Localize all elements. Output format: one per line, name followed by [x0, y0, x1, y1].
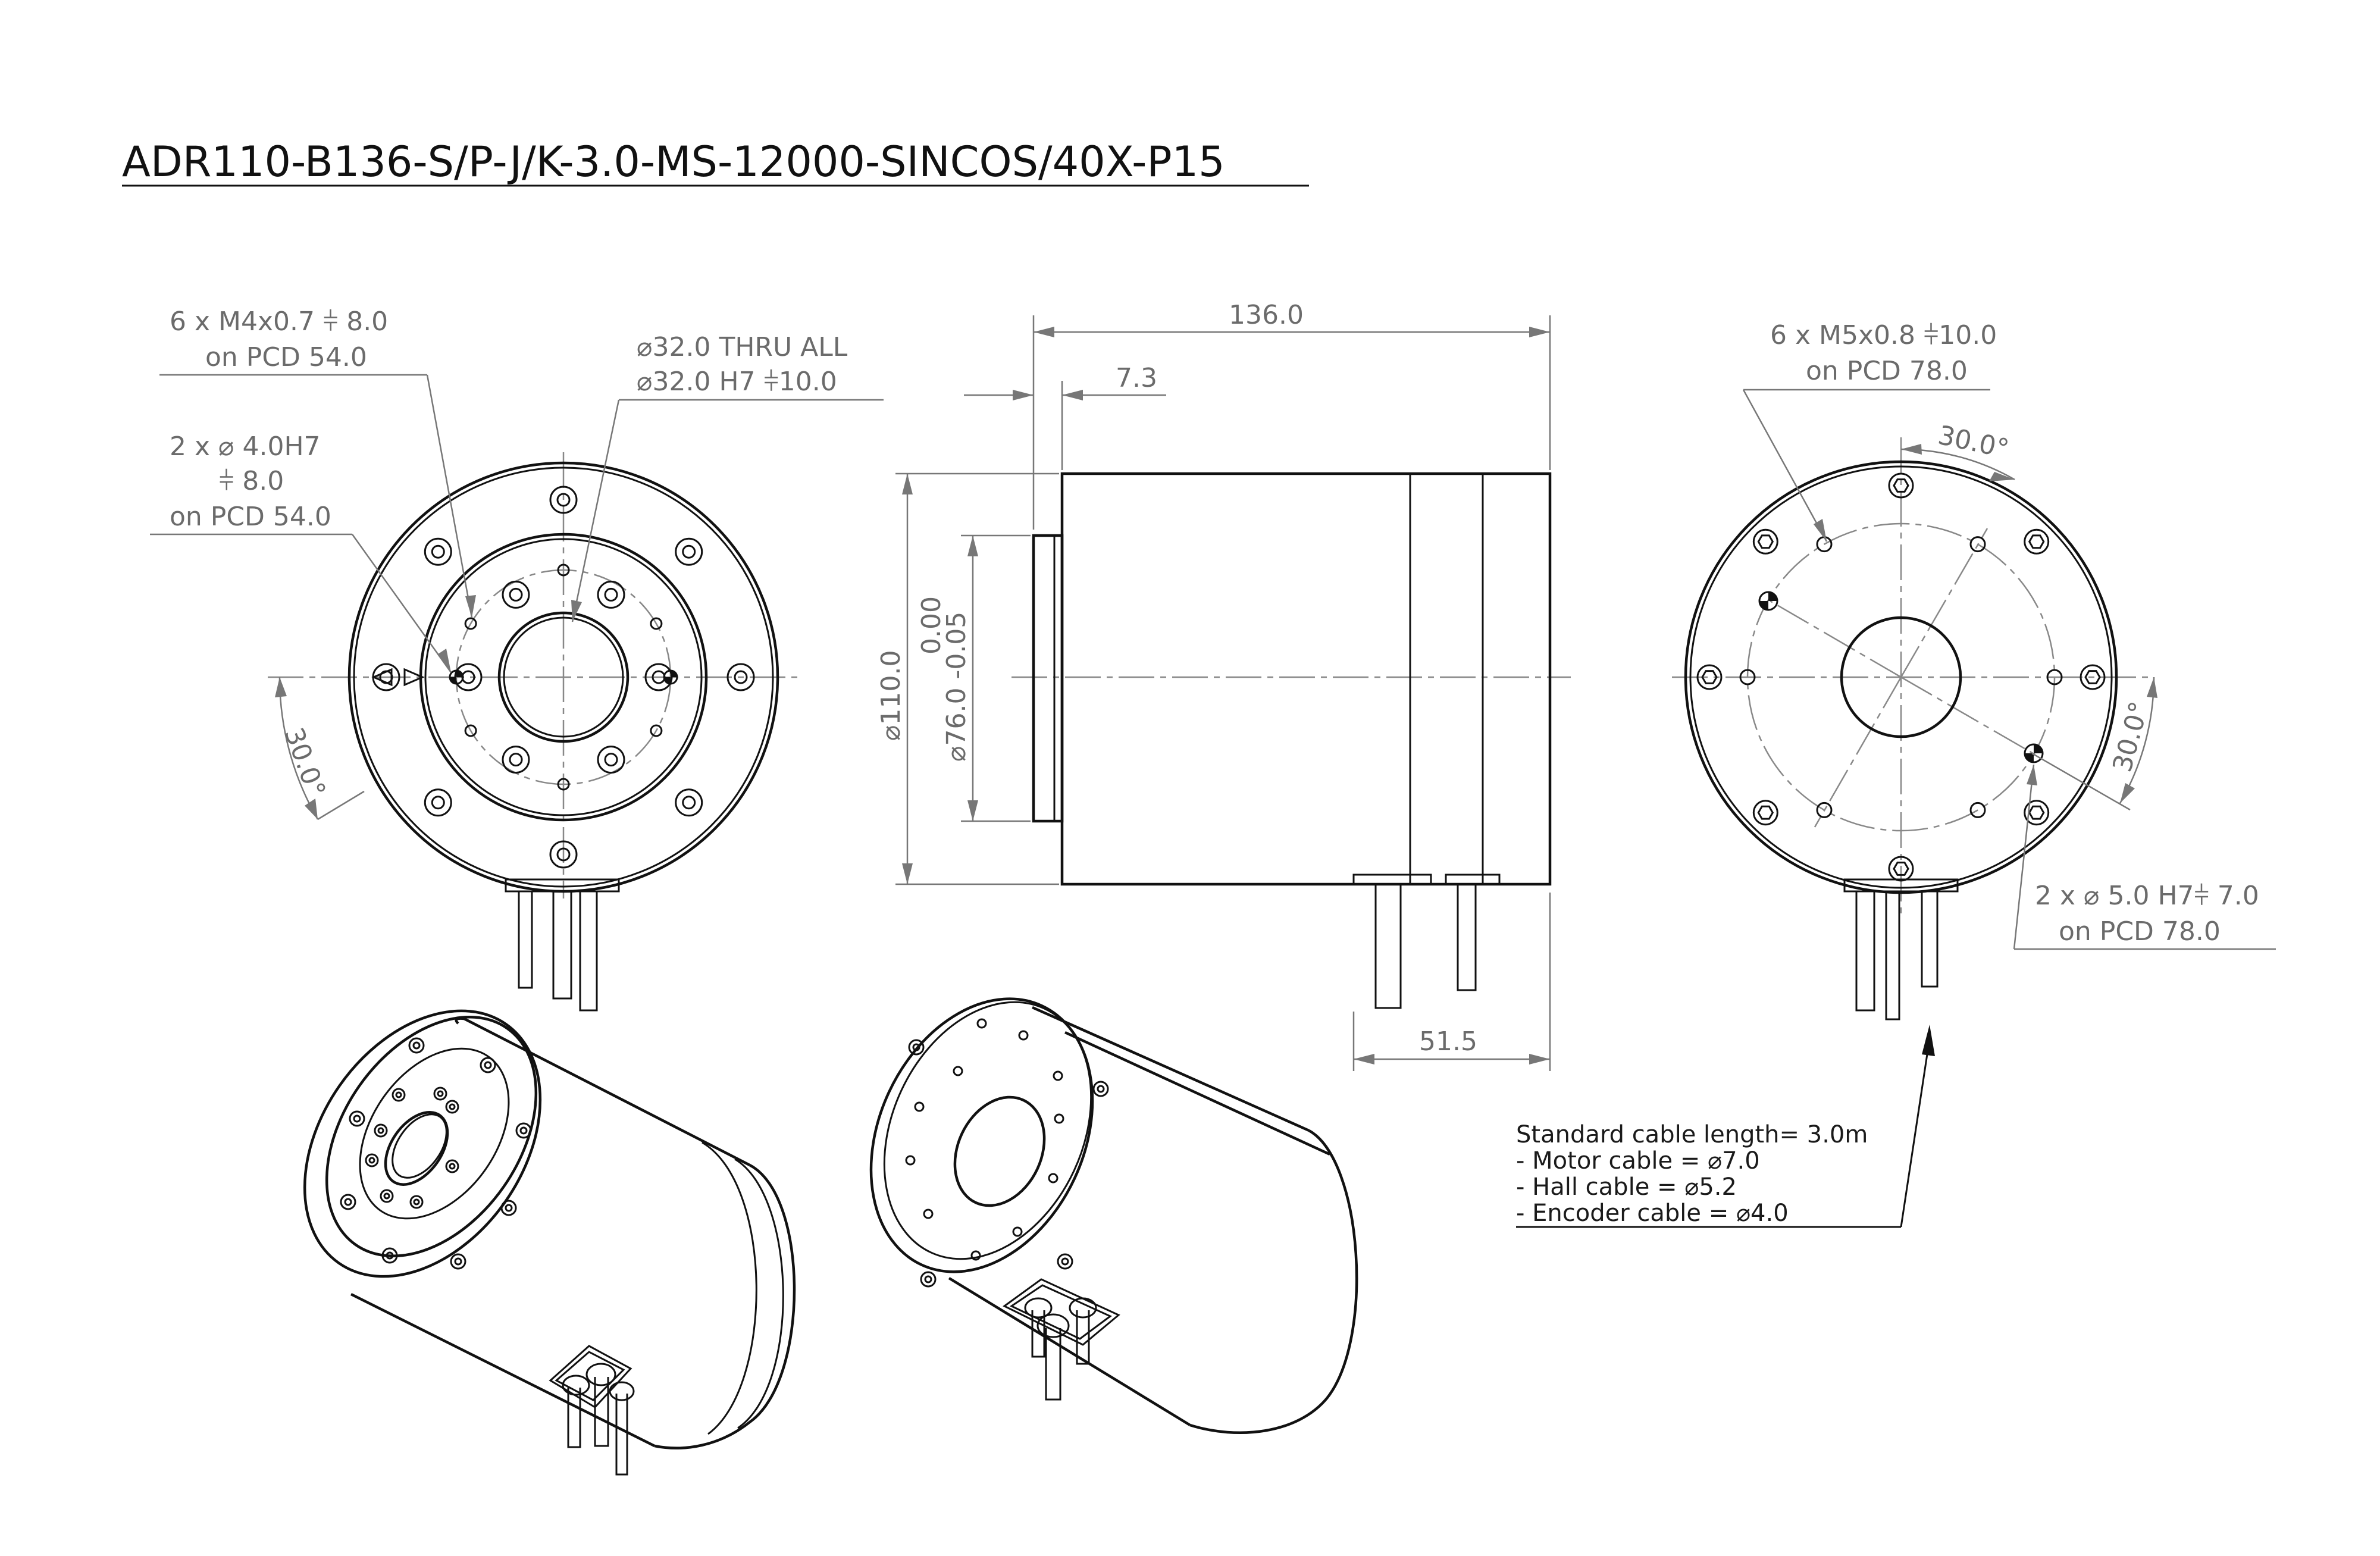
- alignment-pin-icon: [1758, 591, 1778, 611]
- counterbore-hole: [409, 1195, 424, 1209]
- tapped-hole: [923, 1209, 934, 1219]
- tapped-hole: [1054, 1113, 1064, 1124]
- front-callout-bore-line1: ⌀32.0 THRU ALL: [637, 332, 848, 362]
- counterbore-hole: [597, 580, 625, 609]
- alignment-pin-icon: [663, 669, 678, 685]
- tapped-hole: [557, 563, 570, 577]
- side-view: 136.0 7.3 ⌀110.0 0.00 ⌀76.0 -0.05 51.5: [876, 300, 1571, 1071]
- mounting-hole: [908, 1039, 925, 1056]
- rear-angle-top-label: 30.0°: [1936, 420, 2012, 465]
- tapped-hole: [1048, 1173, 1059, 1184]
- counterbore-hole: [597, 746, 625, 774]
- tapped-hole: [970, 1250, 981, 1261]
- mounting-hole: [349, 1110, 365, 1127]
- counterbore-hole: [392, 1088, 406, 1102]
- rear-callout-pin-line2: on PCD 78.0: [2059, 916, 2221, 947]
- mounting-hole: [920, 1271, 937, 1288]
- mounting-hole: [408, 1037, 425, 1054]
- front-callout-pin-line1: 2 x ⌀ 4.0H7: [170, 431, 321, 462]
- drawing-title: ADR110-B136-S/P-J/K-3.0-MS-12000-SINCOS/…: [122, 137, 1225, 186]
- mounting-hole: [381, 1247, 398, 1264]
- front-angle-label: 30.0°: [278, 724, 331, 801]
- socket-screw-head: [1752, 800, 1778, 826]
- isometric-view-left: [303, 1009, 796, 1476]
- cable-note-line1: Standard cable length= 3.0m: [1516, 1121, 1868, 1148]
- mounting-hole: [549, 840, 578, 869]
- socket-screw-head: [1888, 856, 1914, 882]
- tapped-hole: [1053, 1070, 1063, 1081]
- isometric-view-right: [869, 997, 1358, 1434]
- mounting-hole: [480, 1057, 496, 1073]
- tapped-hole: [2046, 669, 2063, 685]
- tapped-hole: [650, 617, 663, 630]
- front-callout-m4-line1: 6 x M4x0.7 ⫩ 8.0: [170, 306, 388, 337]
- front-callout-pin-line2: ⫩ 8.0: [219, 466, 284, 496]
- counterbore-hole: [374, 1123, 388, 1138]
- mounting-hole: [1092, 1081, 1109, 1097]
- rear-view: 30.0° 30.0° 6 x M5x0.8 ⫩10.0 on PCD 78.0…: [1672, 320, 2276, 1020]
- rear-callout-m5-line2: on PCD 78.0: [1806, 356, 1968, 386]
- tapped-hole: [976, 1018, 987, 1029]
- cable-note-line3: - Hall cable = ⌀5.2: [1516, 1173, 1737, 1201]
- tapped-hole: [650, 724, 663, 737]
- socket-screw-head: [2024, 800, 2050, 826]
- datum-triangle-icon: [371, 668, 425, 687]
- mounting-hole: [340, 1194, 356, 1210]
- socket-screw-head: [1888, 472, 1914, 499]
- mounting-hole: [726, 663, 755, 691]
- counterbore-hole: [502, 580, 530, 609]
- mounting-hole: [1057, 1253, 1073, 1270]
- mounting-hole: [549, 486, 578, 514]
- mounting-hole: [424, 537, 452, 566]
- socket-screw-head: [2024, 528, 2050, 555]
- tapped-hole: [1018, 1030, 1029, 1041]
- counterbore-hole: [380, 1189, 394, 1203]
- socket-screw-head: [1696, 664, 1723, 690]
- mounting-hole: [675, 537, 703, 566]
- cable-note-line4: - Encoder cable = ⌀4.0: [1516, 1200, 1789, 1227]
- mounting-hole: [500, 1200, 517, 1216]
- side-pilot-label: ⌀76.0 -0.05: [941, 612, 972, 762]
- tapped-hole: [464, 724, 477, 737]
- tapped-hole: [1816, 802, 1833, 818]
- cable-note: Standard cable length= 3.0m - Motor cabl…: [1516, 1025, 1935, 1228]
- tapped-hole: [1012, 1226, 1023, 1237]
- front-view: 30.0° 6 x M4x0.7 ⫩ 8.0 on PCD 54.0 2 x ⌀…: [150, 306, 884, 1012]
- rear-callout-m5-line1: 6 x M5x0.8 ⫩10.0: [1770, 320, 1997, 350]
- side-cable-offset-label: 51.5: [1419, 1026, 1477, 1057]
- front-callout-m4-line2: on PCD 54.0: [205, 342, 367, 372]
- front-callout-bore-line2: ⌀32.0 H7 ⫩10.0: [637, 367, 837, 397]
- tapped-hole: [1969, 802, 1986, 818]
- mounting-hole: [515, 1122, 532, 1139]
- tapped-hole: [1969, 536, 1986, 553]
- alignment-pin-icon: [2024, 743, 2044, 763]
- socket-screw-head: [1752, 528, 1778, 555]
- counterbore-hole: [365, 1153, 379, 1167]
- tapped-hole: [914, 1101, 925, 1112]
- cable-note-line2: - Motor cable = ⌀7.0: [1516, 1147, 1760, 1175]
- counterbore-hole: [502, 746, 530, 774]
- mounting-hole: [675, 788, 703, 817]
- counterbore-hole: [433, 1087, 447, 1101]
- counterbore-hole: [445, 1100, 459, 1114]
- front-callout-pin-line3: on PCD 54.0: [170, 502, 331, 532]
- tapped-hole: [953, 1066, 963, 1076]
- side-length-label: 136.0: [1229, 300, 1304, 330]
- tapped-hole: [557, 778, 570, 791]
- side-flange-label: 7.3: [1116, 363, 1157, 393]
- side-pilot-tol-label: 0.00: [916, 596, 947, 655]
- mounting-hole: [450, 1253, 466, 1270]
- tapped-hole: [464, 617, 477, 630]
- tapped-hole: [905, 1155, 916, 1166]
- counterbore-hole: [445, 1159, 459, 1173]
- tapped-hole: [1739, 669, 1756, 685]
- socket-screw-head: [2080, 664, 2106, 690]
- rear-callout-pin-line1: 2 x ⌀ 5.0 H7⫩ 7.0: [2035, 881, 2259, 911]
- side-diameter-label: ⌀110.0: [876, 650, 906, 741]
- mounting-hole: [424, 788, 452, 817]
- alignment-pin-icon: [449, 669, 464, 685]
